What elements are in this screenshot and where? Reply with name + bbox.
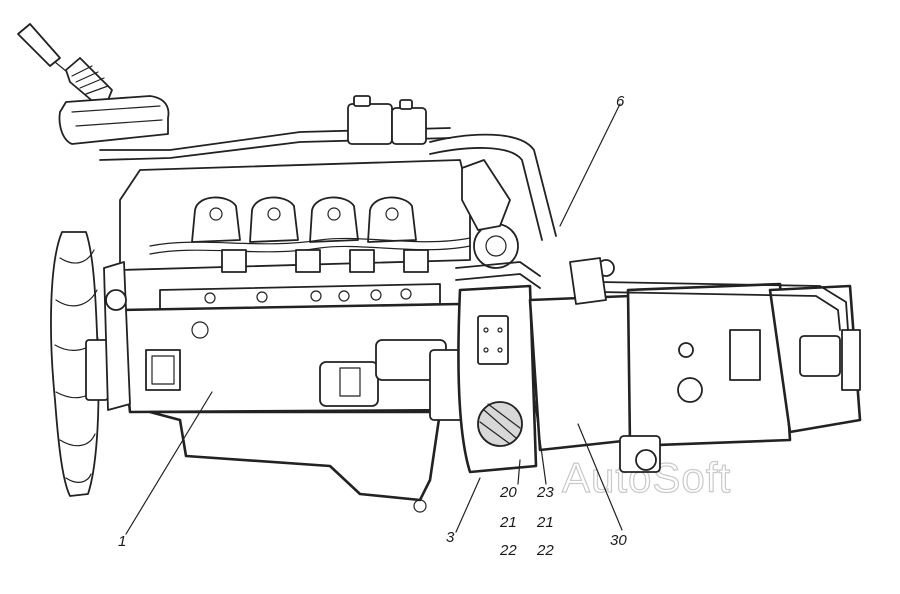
- callout-labels: 1 3 6 20 21 22 23 21 22 30: [118, 93, 627, 559]
- callout-21-right: 21: [536, 514, 554, 531]
- leader-lines: [125, 103, 623, 535]
- flywheel-housing: [457, 284, 538, 474]
- gearbox: [528, 257, 862, 473]
- callout-1: 1: [118, 533, 126, 550]
- callout-23: 23: [536, 484, 554, 501]
- starter-motor: [319, 339, 477, 421]
- gear-shift-lever: [17, 23, 451, 161]
- callout-20: 20: [499, 484, 517, 501]
- turbocharger: [455, 159, 541, 289]
- injector-pumps: [221, 249, 429, 273]
- callout-3: 3: [446, 529, 455, 546]
- callout-22-left: 22: [499, 542, 517, 559]
- cooling-fan: [50, 231, 109, 497]
- exhaust-pipe: [429, 133, 557, 241]
- expansion-tanks: [347, 95, 427, 145]
- callout-6: 6: [616, 93, 625, 110]
- engine-block: [103, 159, 472, 513]
- cylinder-heads: [191, 196, 417, 243]
- callout-22-right: 22: [536, 542, 554, 559]
- callout-30: 30: [610, 532, 627, 549]
- callout-21-left: 21: [499, 514, 517, 531]
